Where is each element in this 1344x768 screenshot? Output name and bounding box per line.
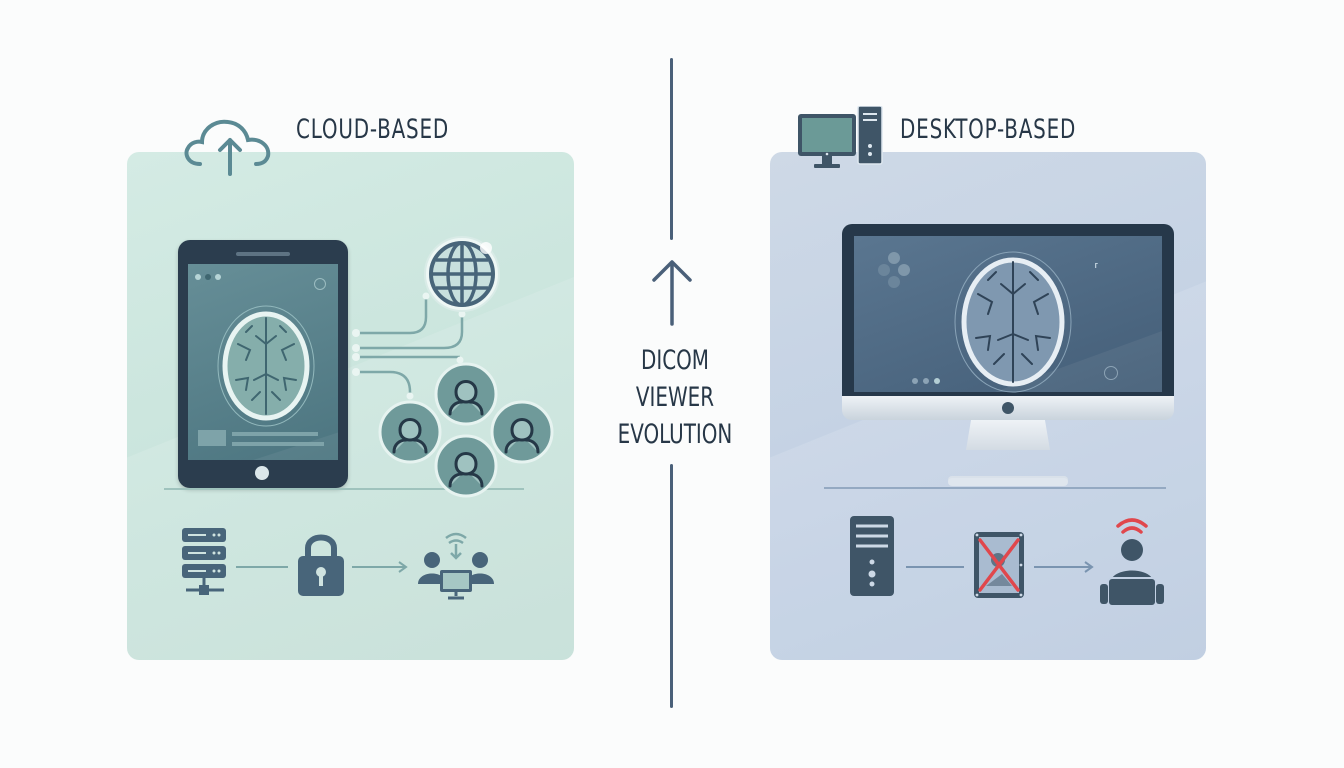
tower-pc-icon	[850, 516, 894, 596]
monitor-stand	[966, 420, 1050, 450]
center-title-line: VIEWER	[635, 382, 715, 413]
shared-users-monitor-icon	[418, 532, 494, 600]
server-network-icon	[182, 528, 226, 595]
cloud-upload-icon	[184, 119, 271, 176]
monitor-device: ⸢	[842, 224, 1174, 484]
hard-drive-crossed-icon	[974, 532, 1024, 598]
user-icon	[490, 400, 554, 464]
tablet-device	[178, 240, 348, 488]
desktop-computer-icon	[798, 106, 883, 168]
user-icon	[434, 434, 498, 498]
desktop-heading: DESKTOP-BASED	[900, 114, 1077, 145]
tablet-home-button	[255, 466, 269, 480]
divider-top	[670, 58, 673, 240]
connection-lines	[352, 292, 466, 400]
desktop-baseline	[824, 487, 1166, 489]
cloud-baseline	[164, 488, 524, 490]
arrow-up-icon	[652, 260, 692, 326]
center-title-line: DICOM	[640, 345, 709, 376]
center-title-line: EVOLUTION	[617, 419, 733, 450]
brain-scan-image	[954, 251, 1072, 393]
user-icon	[378, 400, 442, 464]
user-icon	[434, 362, 498, 426]
lock-icon	[298, 534, 344, 596]
user-cluster	[378, 362, 558, 502]
center-title: DICOM VIEWER EVOLUTION	[590, 342, 760, 453]
cloud-heading: CLOUD-BASED	[296, 114, 450, 145]
single-user-signal-icon	[1100, 518, 1164, 607]
brain-scan-image	[217, 305, 315, 427]
divider-bottom	[670, 464, 673, 708]
flow-line	[236, 566, 288, 568]
globe-icon	[424, 236, 500, 312]
arrow-right-icon	[352, 561, 408, 573]
arrow-right-icon	[1034, 561, 1094, 573]
flow-line	[906, 566, 964, 568]
